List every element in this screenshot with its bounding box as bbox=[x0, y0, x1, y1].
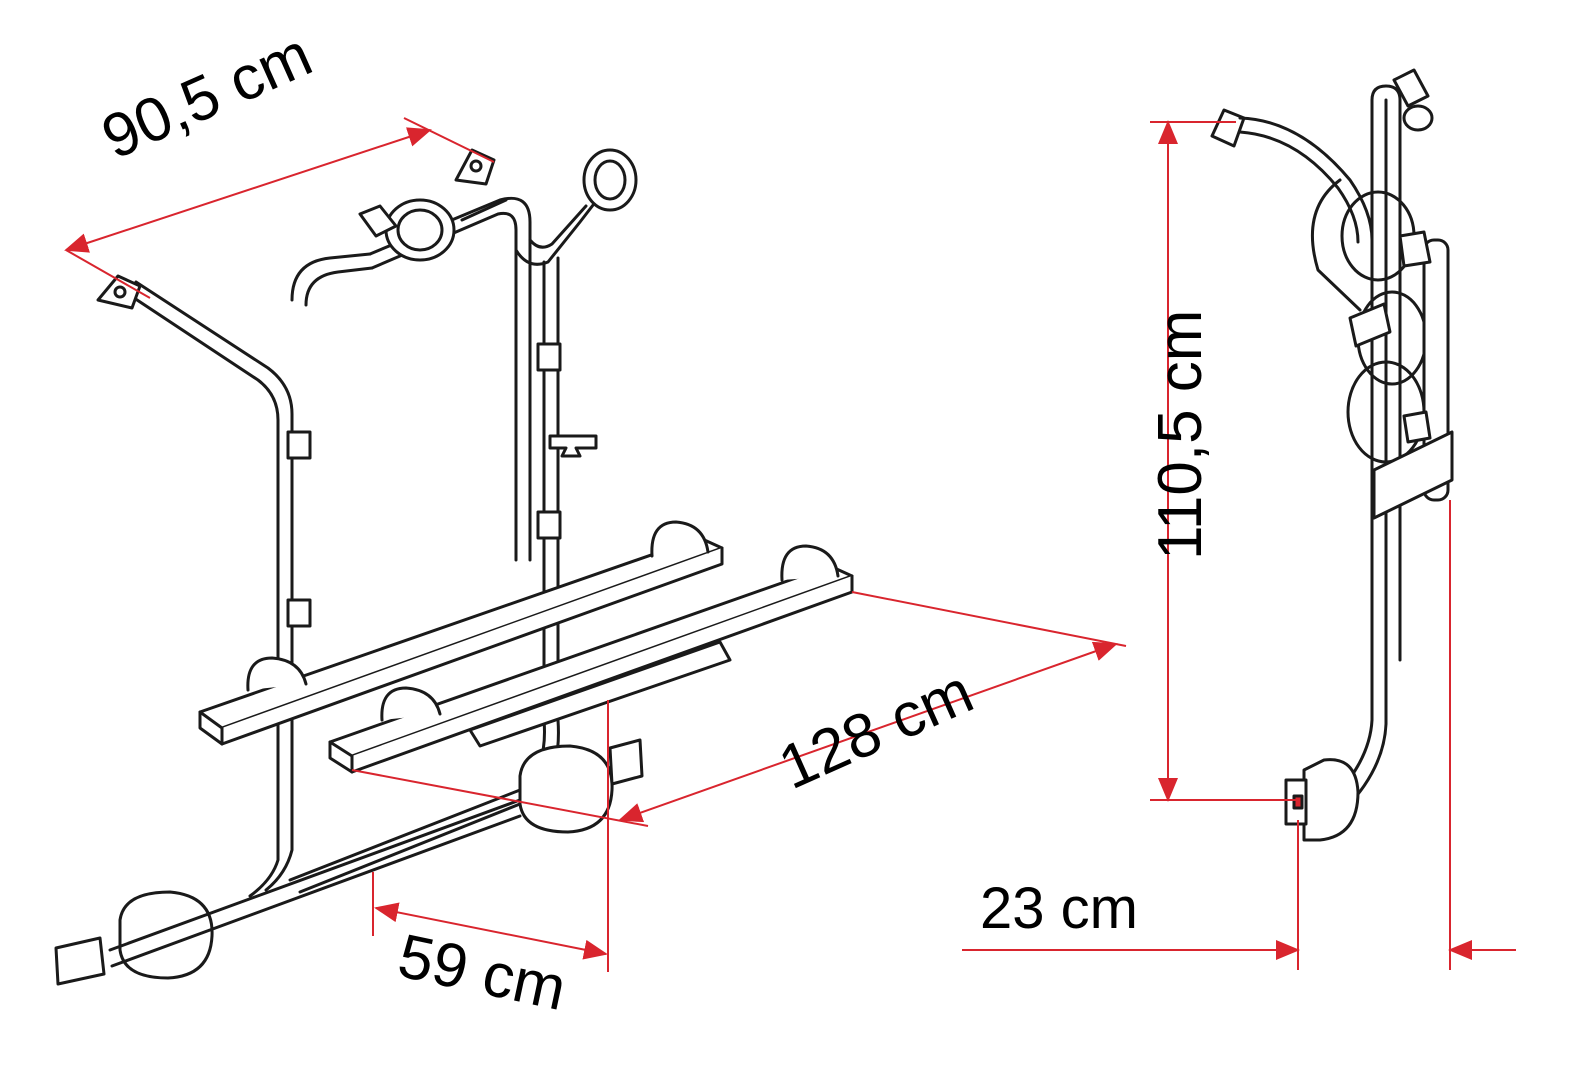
dim-length-ext-top bbox=[851, 591, 1127, 647]
dimension-lines-perspective bbox=[64, 117, 1127, 972]
rail-1-end bbox=[198, 710, 224, 746]
frame-left-upright bbox=[290, 252, 372, 302]
side-clamp-mid bbox=[1348, 302, 1392, 348]
side-light bbox=[1302, 758, 1360, 842]
bike-carrier-side bbox=[1210, 68, 1454, 842]
bottom-bracket-right bbox=[608, 738, 644, 786]
side-hinge-block bbox=[1372, 430, 1454, 520]
hinge-left-2 bbox=[286, 598, 312, 628]
side-top-arm-2 bbox=[1238, 130, 1360, 244]
strap-rail2-front bbox=[780, 544, 840, 582]
frame-left-upright-outer bbox=[304, 266, 374, 307]
bottom-bracket-left bbox=[54, 936, 106, 986]
bike-carrier-perspective bbox=[54, 148, 854, 986]
upper-arm-left bbox=[120, 288, 280, 632]
side-top-arm bbox=[1238, 116, 1374, 242]
dim-depth-line bbox=[374, 902, 608, 960]
upper-strap-inner bbox=[593, 159, 627, 201]
side-upright bbox=[1370, 84, 1402, 662]
frame-top-bar-inner bbox=[370, 211, 518, 562]
side-rail-clip-top bbox=[1398, 230, 1432, 268]
side-top-bracket bbox=[1210, 108, 1246, 148]
lower-left-upright-2 bbox=[264, 628, 294, 892]
side-light-plug bbox=[1292, 794, 1304, 810]
bracket-bolt-left bbox=[113, 285, 127, 299]
strap-rail1-rear bbox=[246, 656, 308, 692]
side-rail-clip-bottom bbox=[1402, 410, 1432, 444]
side-top-knob bbox=[1392, 68, 1430, 108]
light-left bbox=[118, 890, 214, 980]
upper-arm-right bbox=[514, 194, 602, 266]
offset-dimension-label: 23 cm bbox=[980, 876, 1138, 941]
side-back-arm bbox=[1310, 178, 1362, 312]
clamp-knob-inner bbox=[396, 208, 444, 252]
dim-width-ext-right bbox=[403, 117, 495, 163]
hinge-right-1 bbox=[536, 342, 562, 372]
dimension-lines-side bbox=[962, 120, 1516, 970]
rail-1-side bbox=[220, 546, 724, 746]
lower-left-upright bbox=[248, 628, 280, 898]
frame-top-bar bbox=[368, 196, 532, 562]
bottom-bar bbox=[108, 798, 522, 952]
light-right bbox=[518, 744, 614, 834]
strap-rail1-front bbox=[650, 520, 710, 558]
side-latch bbox=[548, 434, 598, 458]
hinge-right-2 bbox=[536, 510, 562, 540]
dim-length-line bbox=[618, 641, 1118, 823]
strap-rail2-rear bbox=[380, 686, 442, 722]
upper-arm-right-2 bbox=[528, 204, 588, 249]
bottom-bar-2 bbox=[110, 814, 522, 968]
hinge-left-1 bbox=[286, 430, 312, 460]
side-knob-2 bbox=[1402, 104, 1434, 132]
height-dimension-label: 110,5 cm bbox=[1146, 309, 1215, 560]
dim-width-ext-left bbox=[65, 249, 151, 299]
dim-width-line bbox=[64, 127, 432, 253]
rail-2-end bbox=[328, 740, 354, 774]
frame-top-bar-rear bbox=[460, 198, 508, 222]
upper-arm-left-inner bbox=[134, 280, 294, 632]
dim-length-ext-bottom bbox=[351, 769, 649, 827]
bracket-bolt-right bbox=[469, 159, 483, 173]
